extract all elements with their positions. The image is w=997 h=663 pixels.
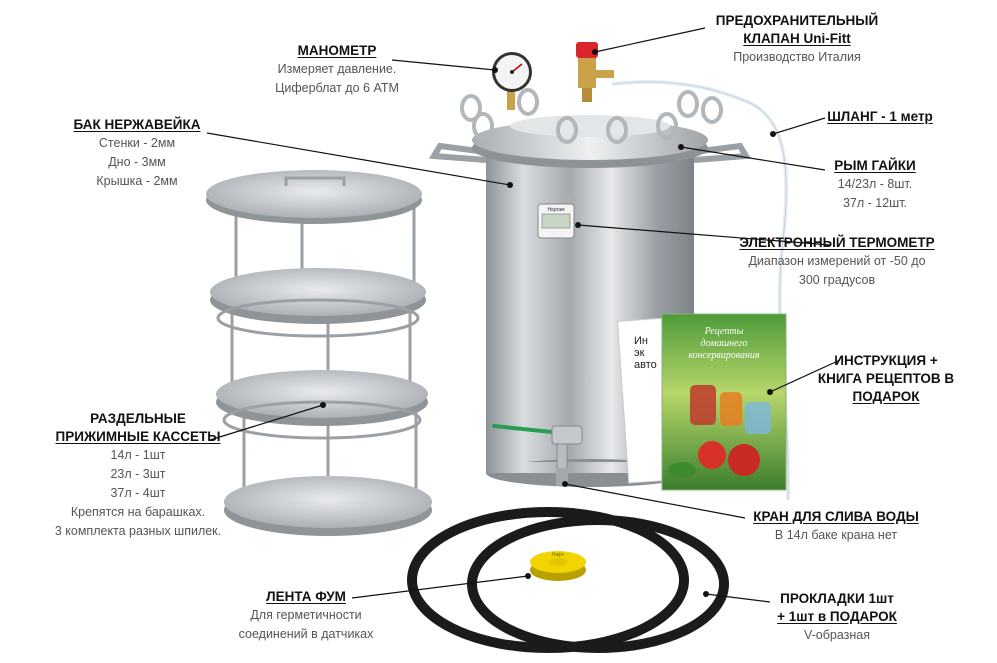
label-gaskets-line-1: V-образная: [803, 628, 871, 642]
recipe-book: Рецепты домашнего консервирования: [661, 313, 787, 491]
book-title-2: домашнего: [701, 338, 748, 349]
label-cassettes-line-3: 37л - 4шт: [110, 486, 166, 500]
electronic-thermometer: Наргам: [537, 195, 575, 239]
label-valve-title-2: КЛАПАН Uni-Fitt: [743, 31, 851, 46]
label-valve-line-1: Производство Италия: [733, 50, 861, 64]
label-cassettes-line-2: 23л - 3шт: [110, 467, 166, 481]
label-valve: ПРЕДОХРАНИТЕЛЬНЫЙ КЛАПАН Uni-Fitt Произв…: [702, 12, 892, 67]
book-title-1: Рецепты: [704, 326, 744, 337]
label-drain-line-1: В 14л баке крана нет: [774, 528, 898, 542]
booklet-text-3: авто: [634, 359, 657, 371]
label-fum-tape: ЛЕНТА ФУМ Для герметичности соединений в…: [226, 588, 386, 644]
label-cassettes-line-5: 3 комплекта разных шпилек.: [54, 524, 222, 538]
label-fum-tape-line-2: соединений в датчиках: [238, 627, 374, 641]
fum-tape: Haijie: [530, 551, 586, 581]
label-cassettes: РАЗДЕЛЬНЫЕ ПРИЖИМНЫЕ КАССЕТЫ 14л - 1шт 2…: [28, 410, 248, 541]
label-eye-nuts-line-2: 37л - 12шт.: [842, 196, 908, 210]
label-manometer-line-2: Циферблат до 6 АТМ: [275, 81, 399, 95]
label-cassettes-title-1: РАЗДЕЛЬНЫЕ: [90, 411, 186, 426]
label-tank-line-3: Крышка - 2мм: [96, 174, 178, 188]
label-eye-nuts: РЫМ ГАЙКИ 14/23л - 8шт. 37л - 12шт.: [810, 157, 940, 213]
label-instruction: ИНСТРУКЦИЯ + КНИГА РЕЦЕПТОВ В ПОДАРОК: [808, 352, 964, 406]
label-instruction-title-3: ПОДАРОК: [852, 389, 920, 404]
label-tank-line-2: Дно - 3мм: [108, 155, 166, 169]
label-fum-tape-title: ЛЕНТА ФУМ: [266, 589, 346, 604]
label-hose: ШЛАНГ - 1 метр: [810, 108, 950, 126]
label-drain-title: КРАН ДЛЯ СЛИВА ВОДЫ: [753, 509, 919, 524]
label-eye-nuts-line-1: 14/23л - 8шт.: [837, 177, 913, 191]
manometer: [492, 52, 532, 110]
label-thermometer: ЭЛЕКТРОННЫЙ ТЕРМОМЕТР Диапазон измерений…: [722, 234, 952, 290]
label-valve-title-1: ПРЕДОХРАНИТЕЛЬНЫЙ: [715, 13, 879, 28]
drain-tap: [492, 424, 583, 486]
label-gaskets: ПРОКЛАДКИ 1шт + 1шт в ПОДАРОК V-образная: [752, 590, 922, 645]
label-instruction-title-2: КНИГА РЕЦЕПТОВ В: [817, 371, 955, 386]
booklet-text-2: эк: [634, 347, 645, 359]
label-tank-line-1: Стенки - 2мм: [98, 136, 176, 150]
label-tank-title: БАК НЕРЖАВЕЙКА: [73, 117, 201, 132]
label-drain: КРАН ДЛЯ СЛИВА ВОДЫ В 14л баке крана нет: [736, 508, 936, 545]
eye-nuts: [460, 88, 723, 144]
label-hose-title: ШЛАНГ - 1 метр: [827, 109, 933, 124]
callout-dots: [320, 49, 776, 597]
label-manometer: МАНОМЕТР Измеряет давление. Циферблат до…: [262, 42, 412, 98]
label-cassettes-title-2: ПРИЖИМНЫЕ КАССЕТЫ: [55, 429, 221, 444]
thermometer-brand: Наргам: [547, 207, 565, 213]
booklet-text-1: Ин: [634, 335, 648, 347]
tape-brand: Haijie: [552, 552, 565, 558]
label-manometer-title: МАНОМЕТР: [297, 43, 377, 58]
label-manometer-line-1: Измеряет давление.: [277, 62, 397, 76]
label-gaskets-title-1: ПРОКЛАДКИ 1шт: [780, 591, 894, 606]
label-cassettes-line-1: 14л - 1шт: [110, 448, 166, 462]
label-instruction-title-1: ИНСТРУКЦИЯ +: [834, 353, 938, 368]
label-tank: БАК НЕРЖАВЕЙКА Стенки - 2мм Дно - 3мм Кр…: [62, 116, 212, 191]
label-thermometer-line-1: Диапазон измерений от -50 до: [748, 254, 926, 268]
label-thermometer-title: ЭЛЕКТРОННЫЙ ТЕРМОМЕТР: [739, 235, 935, 250]
book-title-3: консервирования: [688, 350, 760, 361]
label-thermometer-line-2: 300 градусов: [798, 273, 876, 287]
pressing-cassettes: [206, 170, 432, 536]
label-gaskets-title-2: + 1шт в ПОДАРОК: [777, 609, 897, 624]
label-fum-tape-line-1: Для герметичности: [250, 608, 362, 622]
gaskets: [407, 507, 729, 653]
label-eye-nuts-title: РЫМ ГАЙКИ: [834, 158, 916, 173]
callout-lines: [206, 27, 841, 603]
label-cassettes-line-4: Крепятся на барашках.: [70, 505, 206, 519]
safety-valve: [576, 42, 614, 102]
